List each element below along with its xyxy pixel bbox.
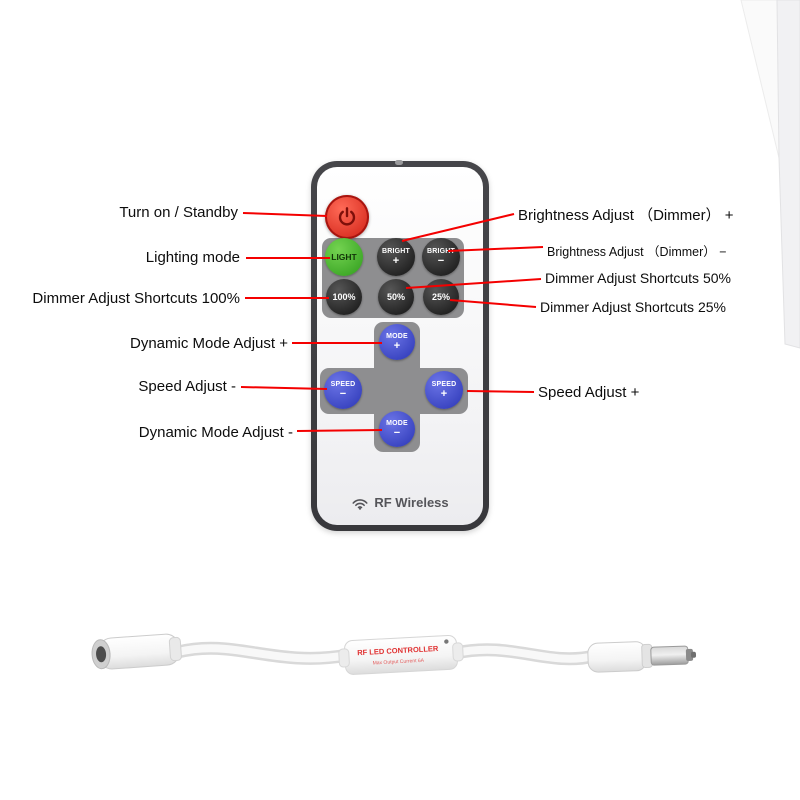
- mode-minus-button: MODE −: [379, 411, 415, 447]
- dc-male-connector: [587, 641, 697, 673]
- bright-minus-label: BRIGHT: [426, 247, 456, 255]
- label-turn-on-standby: Turn on / Standby: [119, 204, 238, 221]
- label-brightness-minus: Brightness Adjust （Dimmer） −: [547, 245, 727, 259]
- remote-control: LIGHT BRIGHT + BRIGHT − 100% 50% 25% MOD…: [311, 160, 489, 531]
- controller-text-line2: Max Output Current 6A: [373, 658, 425, 667]
- label-dynamic-mode-minus: Dynamic Mode Adjust -: [138, 424, 293, 441]
- dim-25-button: 25%: [423, 279, 459, 315]
- dim-100-button: 100%: [326, 279, 362, 315]
- label-brightness-plus: Brightness Adjust （Dimmer） +: [518, 207, 734, 224]
- light-button-label: LIGHT: [331, 251, 357, 262]
- label-dimmer-50: Dimmer Adjust Shortcuts 50%: [545, 270, 731, 286]
- mini-controller: RF LED CONTROLLER Max Output Current 6A: [338, 634, 464, 675]
- mode-plus-button: MODE +: [379, 324, 415, 360]
- label-lighting-mode: Lighting mode: [145, 249, 240, 266]
- bright-plus-button: BRIGHT +: [377, 238, 415, 276]
- bright-plus-label: BRIGHT: [381, 247, 411, 255]
- mode-minus-sign: −: [393, 426, 401, 439]
- speed-minus-button: SPEED −: [324, 371, 362, 409]
- light-mode-button: LIGHT: [325, 238, 363, 276]
- speed-minus-label: SPEED: [330, 380, 356, 388]
- mode-minus-label: MODE: [386, 419, 408, 427]
- speed-plus-label: SPEED: [431, 380, 457, 388]
- controller-text-line1: RF LED CONTROLLER: [357, 644, 439, 657]
- dim-25-label: 25%: [431, 291, 450, 302]
- mode-plus-label: MODE: [386, 332, 408, 340]
- brand-row: RF Wireless: [311, 495, 489, 510]
- package-edge: [776, 0, 800, 349]
- bright-minus-button: BRIGHT −: [422, 238, 460, 276]
- dc-female-connector: [91, 633, 182, 670]
- speed-plus-sign: +: [440, 387, 448, 400]
- controller-led: [444, 639, 449, 644]
- label-speed-plus: Speed Adjust +: [538, 384, 640, 401]
- bright-plus-sign: +: [392, 254, 400, 267]
- wifi-icon: [352, 498, 368, 510]
- label-dynamic-mode-plus: Dynamic Mode Adjust +: [130, 335, 288, 352]
- brand-label: RF Wireless: [374, 495, 449, 510]
- speed-minus-sign: −: [339, 387, 347, 400]
- power-button: [325, 195, 369, 239]
- mode-plus-sign: +: [393, 339, 401, 352]
- cable: [171, 641, 601, 666]
- label-dimmer-25: Dimmer Adjust Shortcuts 25%: [540, 299, 726, 315]
- label-speed-minus: Speed Adjust -: [138, 378, 236, 395]
- remote-notch: [395, 160, 403, 165]
- dim-100-label: 100%: [332, 291, 356, 302]
- power-icon: [338, 207, 356, 226]
- bright-minus-sign: −: [437, 254, 445, 267]
- controller-cable-photo: RF LED CONTROLLER Max Output Current 6A: [91, 633, 697, 675]
- speed-plus-button: SPEED +: [425, 371, 463, 409]
- dim-50-label: 50%: [386, 291, 405, 302]
- dim-50-button: 50%: [378, 279, 414, 315]
- package-edge-highlight: [740, 0, 787, 159]
- label-dimmer-100: Dimmer Adjust Shortcuts 100%: [32, 290, 240, 307]
